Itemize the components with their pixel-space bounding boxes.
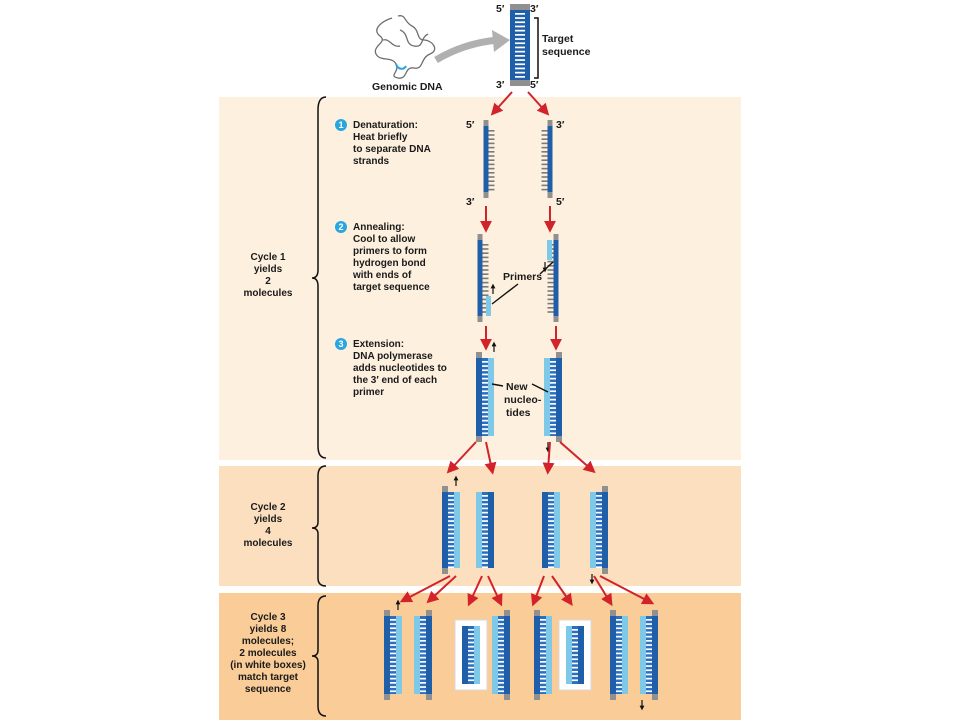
denatured-strands — [483, 120, 553, 198]
step-text-line: primers to form — [353, 246, 427, 257]
extended-strands — [476, 341, 562, 453]
flow-arrow — [467, 575, 483, 607]
bottom-3prime-label: 3′ — [496, 79, 505, 91]
cycle-label-line: yields — [254, 514, 283, 525]
flow-arrow — [399, 575, 451, 603]
new-nucleotides-line2: nucleo- — [504, 394, 542, 406]
cycle-label-line: molecules — [244, 538, 293, 549]
top-3prime-label: 3′ — [530, 3, 539, 15]
new-nucleotides-pointer-right — [531, 383, 549, 393]
top-5prime-label: 5′ — [496, 3, 505, 15]
primers-pointer-left — [491, 283, 519, 305]
target-label-line1: Target — [542, 33, 574, 45]
step-text-line: Heat briefly — [353, 132, 408, 143]
cycle-label-line: Cycle 2 — [250, 502, 285, 513]
flow-arrow — [446, 441, 477, 474]
step-text-line: Denaturation: — [353, 120, 418, 131]
cycle1-bracket — [311, 96, 327, 459]
flow-arrow — [542, 441, 555, 475]
step-text-line: with ends of — [352, 270, 412, 281]
primers-pointer-right — [539, 261, 554, 275]
cycle-label-line: sequence — [245, 684, 292, 695]
cycle-label-line: yields 8 — [250, 624, 287, 635]
genomic-arrow — [434, 36, 499, 64]
step-number: 3 — [338, 339, 343, 349]
flow-arrow — [484, 441, 497, 475]
genomic-dna-label: Genomic DNA — [372, 81, 443, 93]
step-text-line: primer — [353, 387, 384, 398]
new-nucleotides-pointer-left — [491, 383, 504, 387]
step-text-line: to separate DNA — [353, 144, 431, 155]
target-bracket — [534, 17, 539, 79]
cycle-label-line: Cycle 3 — [250, 612, 285, 623]
primers-label: Primers — [503, 271, 542, 283]
target-label-line2: sequence — [542, 46, 591, 58]
flow-arrow — [530, 575, 545, 607]
step-text-line: strands — [353, 156, 390, 167]
step-text-line: the 3′ end of each — [353, 375, 437, 386]
strand-left-5prime: 5′ — [466, 119, 475, 131]
flow-arrow — [426, 575, 457, 604]
step-number-circle — [335, 119, 347, 131]
new-nucleotides-line1: New — [506, 381, 528, 393]
cycle-label-line: match target — [238, 672, 299, 683]
cycle-label-line: yields — [254, 264, 283, 275]
step-text-line: DNA polymerase — [353, 351, 433, 362]
flow-arrows — [399, 91, 655, 607]
cycle-label-line: 2 molecules — [239, 648, 297, 659]
annealed-strands — [477, 234, 559, 322]
flow-arrow — [527, 91, 550, 116]
cycle3-bracket — [311, 595, 327, 717]
step-text-line: Cool to allow — [353, 234, 415, 245]
cycle3-molecules — [384, 599, 658, 711]
dna-strands — [384, 120, 658, 711]
genomic-arrow-head — [492, 30, 510, 52]
cycle-label-line: 2 — [265, 276, 271, 287]
strand-right-3prime: 3′ — [556, 119, 565, 131]
flow-arrow — [559, 441, 596, 474]
step-text-line: hydrogen bond — [353, 258, 426, 269]
cycle-label-line: 4 — [265, 526, 271, 537]
target-molecule — [510, 4, 530, 86]
step-number-circle — [335, 221, 347, 233]
genomic-dna-icon — [374, 15, 436, 79]
flow-arrow — [593, 575, 613, 607]
strand-left-3prime: 3′ — [466, 196, 475, 208]
flow-arrow — [551, 575, 573, 606]
cycle-label-line: molecules; — [242, 636, 294, 647]
cycle-label-line: Cycle 1 — [250, 252, 285, 263]
flow-arrow — [599, 575, 655, 605]
step-text-line: Extension: — [353, 339, 404, 350]
flow-arrow — [490, 91, 513, 116]
step-text-line: adds nucleotides to — [353, 363, 447, 374]
strand-right-5prime: 5′ — [556, 196, 565, 208]
cycle-label-line: molecules — [244, 288, 293, 299]
cycle2-molecules — [442, 475, 608, 585]
step-text-line: target sequence — [353, 282, 430, 293]
cycle-label-line: (in white boxes) — [230, 660, 306, 671]
flow-arrow — [487, 575, 503, 607]
step-number: 1 — [338, 120, 343, 130]
step-text-line: Annealing: — [353, 222, 405, 233]
step-number-circle — [335, 338, 347, 350]
new-nucleotides-line3: tides — [506, 407, 531, 419]
step-number: 2 — [338, 222, 343, 232]
cycle2-bracket — [311, 465, 327, 587]
bottom-5prime-label: 5′ — [530, 79, 539, 91]
